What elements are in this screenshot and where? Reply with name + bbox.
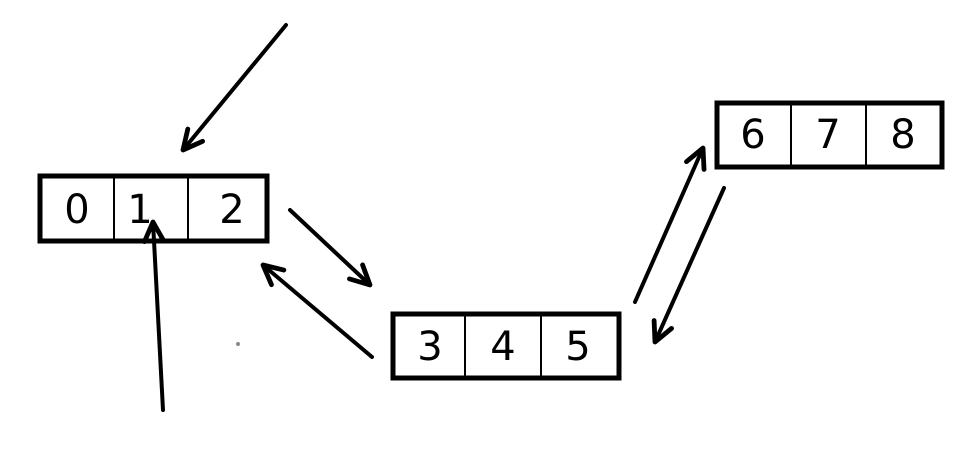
block-1-frame — [390, 311, 622, 381]
arrow-current-pointer — [142, 219, 167, 412]
stray-dot — [236, 342, 240, 346]
block-2-cell-1: 7 — [815, 112, 840, 158]
arrow-block1-to-block2 — [633, 145, 707, 304]
arrow-block1-to-block0 — [260, 262, 374, 359]
block-1-cell-1: 4 — [490, 324, 515, 370]
arrow-head-pointer — [180, 23, 288, 153]
block-0-cell-1: 1 — [127, 187, 152, 233]
block-2-frame — [714, 100, 945, 170]
block-1: 3 4 5 — [390, 311, 622, 381]
block-1-cell-0: 3 — [417, 324, 442, 370]
block-0-cell-0: 0 — [64, 187, 89, 233]
block-1-cell-2: 5 — [565, 324, 590, 370]
block-0-cell-2: 2 — [219, 187, 244, 233]
block-2: 6 7 8 — [714, 100, 945, 170]
arrow-block2-to-block1 — [651, 186, 726, 345]
block-0: 0 1 2 — [37, 173, 270, 244]
block-2-cell-0: 6 — [740, 112, 765, 158]
block-2-cell-2: 8 — [890, 112, 915, 158]
arrow-block0-to-block1 — [288, 208, 373, 288]
